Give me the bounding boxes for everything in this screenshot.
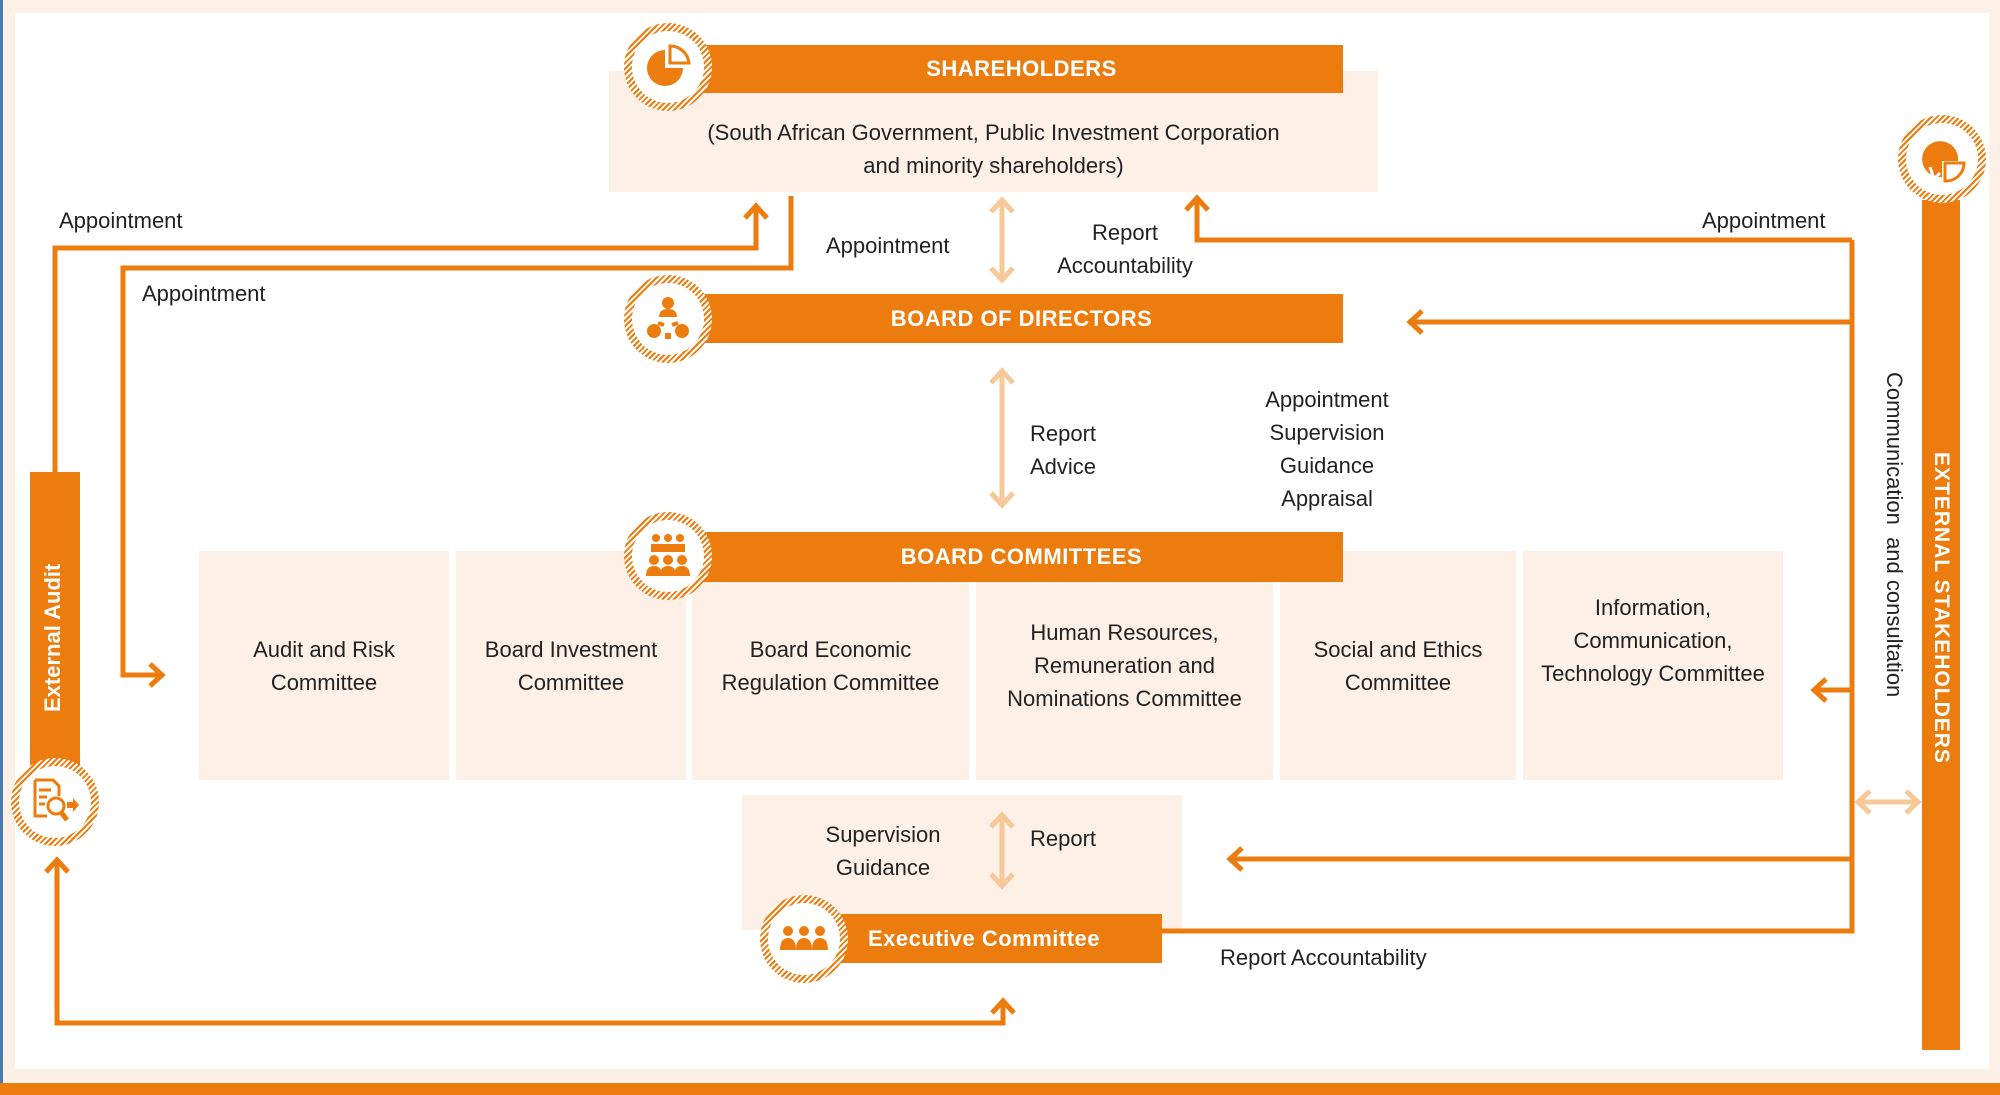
shareholders-header[interactable]: SHAREHOLDERS	[700, 45, 1343, 93]
bottom-accent-strip	[0, 1083, 2000, 1095]
committee-label-line2: Remuneration and	[1033, 653, 1215, 678]
arrowhead-up	[990, 997, 1016, 1015]
arrowhead	[989, 266, 1015, 284]
arrowhead-up	[743, 202, 769, 220]
board-of-directors-title: BOARD OF DIRECTORS	[890, 305, 1153, 331]
committee-label-line2: Committee	[1344, 669, 1452, 695]
label-shareholders-appointment: Appointment	[826, 233, 950, 258]
committee-label-line1: Board Economic	[749, 636, 912, 662]
communication-consultation-text: Communication and consultation	[1882, 372, 1907, 698]
arrowhead-up	[1184, 194, 1210, 212]
committee-label-line3: Technology Committee	[1541, 661, 1765, 686]
arrowhead	[989, 811, 1015, 829]
shareholders-description-line2: and minority shareholders)	[863, 153, 1124, 178]
external-stakeholders-label: EXTERNAL STAKEHOLDERS	[1930, 452, 1953, 764]
board-of-directors-badge	[624, 275, 712, 363]
executive-supervision-line1: Supervision	[825, 822, 941, 847]
committee-label-line1: Human Resources,	[1030, 620, 1219, 645]
meeting-table-icon	[647, 297, 689, 339]
external-audit-label: External Audit	[40, 563, 65, 712]
executive-report-label: Report	[1030, 826, 1097, 851]
pie-chart-download-icon	[1922, 141, 1966, 183]
connector-stakeholders-trunk	[1162, 240, 1855, 934]
shareholders-title: SHAREHOLDERS	[926, 56, 1117, 81]
label-report-line: Report	[1091, 220, 1159, 245]
arrowhead	[989, 872, 1015, 890]
connector-shareholders-to-audit-committee	[120, 196, 794, 678]
label-exec-report-accountability: Report Accountability	[1220, 945, 1427, 970]
label-report-advice: Report Advice	[1030, 417, 1096, 483]
board-committees-header[interactable]: BOARD COMMITTEES	[700, 532, 1343, 582]
pie-chart-icon	[647, 44, 691, 86]
executive-committee-badge	[760, 895, 848, 983]
connector-audit-to-shareholders	[52, 208, 759, 472]
arrowhead	[989, 196, 1015, 214]
committee-label-line2: Regulation Committee	[721, 669, 940, 695]
executive-committee-title: Executive Committee	[868, 925, 1101, 951]
external-audit-bar[interactable]	[30, 472, 80, 772]
label-audit-appointment: Appointment	[59, 208, 183, 233]
executive-committee-header[interactable]: Executive Committee	[820, 914, 1162, 963]
label-audit-committee-appointment: Appointment	[142, 281, 266, 306]
arrowhead-up	[44, 856, 70, 874]
committee-label-line2: Committee	[517, 669, 625, 695]
external-stakeholders-title: EXTERNAL STAKEHOLDERS	[1929, 452, 1953, 764]
committee-label-line1: Social and Ethics	[1313, 636, 1483, 662]
label-accountability-line: Accountability	[1057, 253, 1193, 278]
committee-label-line1: Board Investment	[484, 636, 658, 662]
label-stakeholders-appointment: Appointment	[1702, 208, 1826, 233]
committee-label-line3: Nominations Committee	[1007, 686, 1242, 711]
arrowhead-left	[1226, 846, 1244, 872]
committee-label-line2: Communication,	[1573, 628, 1733, 653]
committee-label-line1: Information,	[1594, 595, 1712, 620]
communication-consultation-label: Communication and consultation	[1881, 372, 1907, 697]
audit-document-search-icon	[33, 778, 79, 822]
label-appointment-supervision: Appointment Supervision Guidance Apprais…	[1220, 383, 1434, 515]
arrowhead	[989, 491, 1015, 509]
connector-executive-to-audit	[54, 862, 1006, 1026]
label-appointment-line: Appointment	[1265, 387, 1389, 412]
external-stakeholders-badge	[1898, 115, 1986, 203]
external-stakeholders-bar[interactable]	[1922, 200, 1960, 1050]
frame-edge	[0, 0, 3, 1095]
team-icon	[780, 926, 828, 950]
committee-label-line2: Committee	[270, 669, 378, 695]
executive-supervision-line2: Guidance	[835, 855, 931, 880]
arrowhead-left	[1810, 677, 1828, 703]
shareholders-description-line1: (South African Government, Public Invest…	[707, 120, 1280, 145]
label-report-accountability: Report Accountability	[1030, 216, 1220, 282]
arrowhead-left	[1406, 309, 1424, 335]
board-of-directors-header[interactable]: BOARD OF DIRECTORS	[700, 294, 1343, 343]
board-committees-title: BOARD COMMITTEES	[900, 544, 1143, 569]
arrowhead	[1854, 789, 1872, 815]
board-committees-badge	[624, 512, 712, 600]
arrowhead	[1904, 789, 1922, 815]
committee-label-line1: Audit and Risk	[253, 636, 395, 662]
external-audit-badge	[11, 758, 99, 846]
arrowhead-right	[148, 662, 166, 688]
label-advice-line: Advice	[1030, 454, 1097, 479]
shareholders-description: (South African Government, Public Invest…	[609, 116, 1378, 182]
executive-supervision-label: Supervision Guidance	[800, 818, 966, 884]
arrowhead	[989, 367, 1015, 385]
label-guidance-line: Guidance	[1279, 453, 1375, 478]
connector-stakeholders-to-shareholders	[1194, 200, 1852, 243]
committee-ict[interactable]: Information, Communication, Technology Com…	[1523, 551, 1783, 780]
committee-group-icon	[646, 534, 690, 576]
label-supervision-line: Supervision	[1269, 420, 1385, 445]
external-audit-title: External Audit	[40, 564, 66, 712]
shareholders-badge	[624, 23, 712, 111]
label-appraisal-line: Appraisal	[1281, 486, 1373, 511]
label-report-line: Report	[1030, 421, 1097, 446]
